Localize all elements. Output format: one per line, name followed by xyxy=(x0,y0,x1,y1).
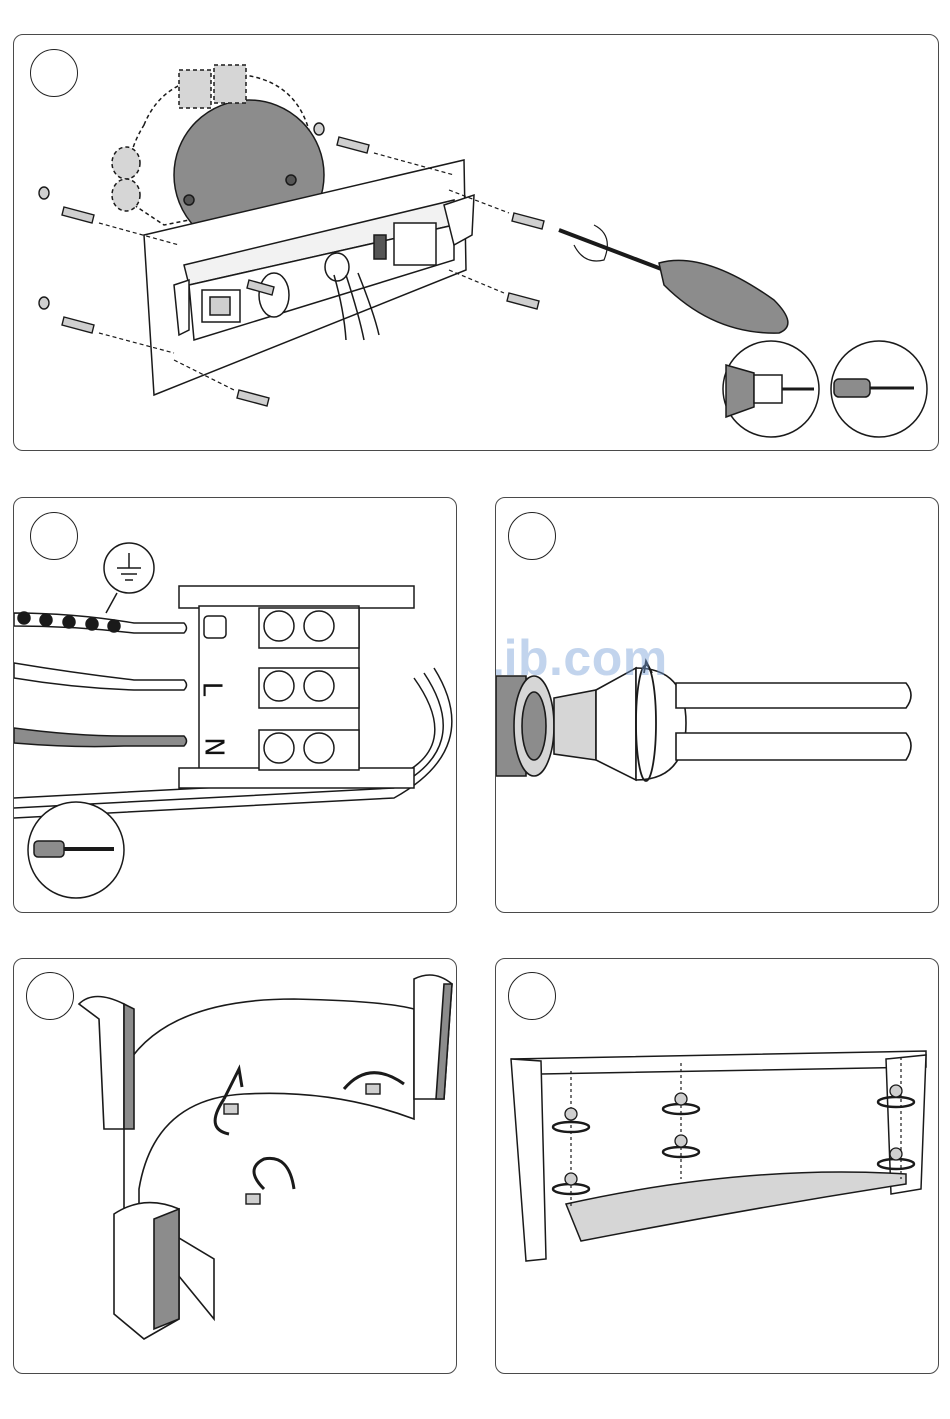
side-post-icon xyxy=(511,1055,926,1261)
step-panel-shelf-assembly xyxy=(495,958,939,1374)
frame-assembly-illustration xyxy=(14,959,457,1374)
flat-screwdriver-icon xyxy=(28,802,124,898)
cable-cores-icon xyxy=(676,683,911,760)
screwdriver-icon xyxy=(559,225,788,333)
step-panel-frame-assembly xyxy=(13,958,457,1374)
screwdriver-tool-icon xyxy=(831,341,927,437)
cable-gland-illustration xyxy=(496,498,939,913)
step-panel-cable-gland: ManualsLib.com xyxy=(495,497,939,913)
drill-icon xyxy=(723,341,819,437)
gland-nut-icon xyxy=(496,668,686,780)
wiring-illustration xyxy=(14,498,457,913)
terminal-label-neutral: N xyxy=(199,737,229,756)
earth-symbol-icon xyxy=(104,543,154,613)
shelf-assembly-illustration xyxy=(496,959,939,1374)
right-post-icon xyxy=(414,975,452,1099)
top-rail-icon xyxy=(511,1051,926,1074)
step-panel-wiring: L N xyxy=(13,497,457,913)
left-post-icon xyxy=(79,997,134,1130)
glass-shelf-icon xyxy=(566,1172,906,1241)
front-post-icon xyxy=(114,1203,179,1339)
mounting-illustration xyxy=(14,35,939,451)
step-panel-mounting xyxy=(13,34,939,451)
terminal-label-live: L xyxy=(196,682,226,697)
